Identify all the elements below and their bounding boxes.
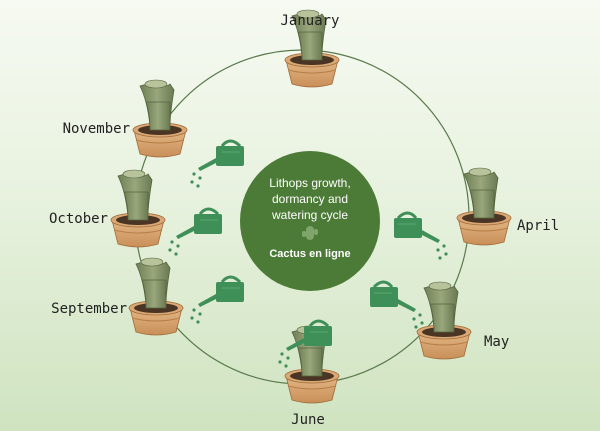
watering-can-icon <box>392 211 450 262</box>
month-label-june: June <box>291 412 325 428</box>
month-label-october: October <box>49 211 108 227</box>
center-title-line-3: watering cycle <box>271 208 348 222</box>
center-title-line-1: Lithops growth, <box>269 176 350 190</box>
cactus-icon <box>302 226 318 240</box>
month-label-may: May <box>484 334 509 350</box>
lithops-pot-icon <box>416 281 472 360</box>
watering-can-icon <box>166 207 224 258</box>
watering-can-icon <box>368 280 426 331</box>
watering-can-icon <box>188 139 246 190</box>
month-label-september: September <box>51 301 127 317</box>
month-label-january: January <box>280 13 339 29</box>
lithops-pot-icon <box>132 79 188 158</box>
month-label-april: April <box>517 218 559 234</box>
center-title-line-2: dormancy and <box>272 192 348 206</box>
watering-can-icon <box>188 275 246 326</box>
lithops-pot-icon <box>110 169 166 248</box>
center-badge: Lithops growth, dormancy and watering cy… <box>240 151 380 291</box>
month-label-november: November <box>63 121 130 137</box>
brand-name: Cactus en ligne <box>269 248 350 260</box>
lithops-pot-icon <box>128 257 184 336</box>
